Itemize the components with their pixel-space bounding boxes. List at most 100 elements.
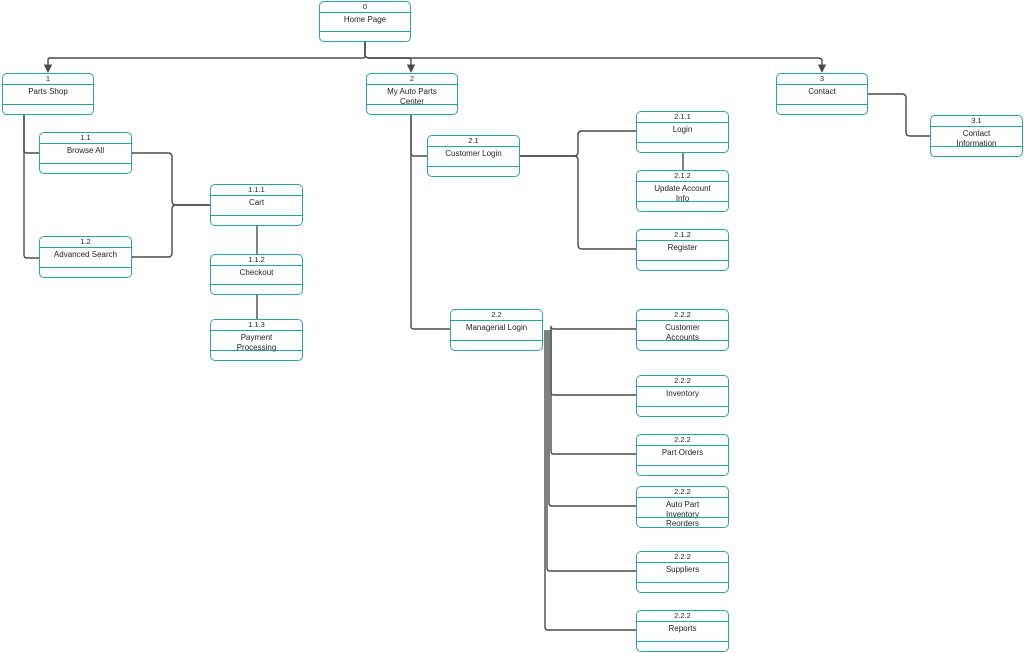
node-number: 1.1.1 xyxy=(211,185,302,196)
node-title: Home Page xyxy=(343,15,387,24)
node-login: 2.1.1 Login xyxy=(636,111,729,153)
node-number: 2.2.2 xyxy=(637,310,728,321)
connector-managerial-to-reports xyxy=(544,330,636,631)
node-inventory: 2.2.2 Inventory xyxy=(636,375,729,417)
connector-center-to-managerial-login xyxy=(410,115,450,330)
connector-advanced-search-to-cart xyxy=(132,204,210,258)
node-number: 2.1.2 xyxy=(637,230,728,241)
node-title: Payment Processing xyxy=(236,333,277,352)
connector-managerial-to-customer-accounts xyxy=(550,325,636,330)
node-my-auto-parts-center: 2 My Auto Parts Center xyxy=(366,73,458,115)
node-number: 2.2.2 xyxy=(637,611,728,622)
connector-managerial-to-suppliers xyxy=(546,330,636,572)
connector-managerial-to-auto-part-inventory-reorders xyxy=(548,330,636,507)
connector-customer-login-to-login xyxy=(520,130,636,157)
node-number: 2.1 xyxy=(428,136,519,147)
node-footer-divider xyxy=(211,350,302,351)
node-number: 2 xyxy=(367,74,457,85)
node-footer-divider xyxy=(637,465,728,466)
node-number: 2.2.2 xyxy=(637,435,728,446)
connector-customer-login-to-register xyxy=(520,155,636,250)
node-title: Inventory xyxy=(666,389,699,398)
node-title: Browse All xyxy=(66,146,105,155)
node-auto-part-inventory-reorders: 2.2.2 Auto Part Inventory Reorders xyxy=(636,486,729,528)
node-number: 3 xyxy=(777,74,867,85)
node-title: Checkout xyxy=(239,268,274,277)
node-footer-divider xyxy=(211,284,302,285)
node-contact: 3 Contact xyxy=(776,73,868,115)
connector-managerial-to-part-orders xyxy=(550,330,636,455)
node-title: Contact Information xyxy=(956,129,997,148)
node-footer-divider xyxy=(428,166,519,167)
node-title: Register xyxy=(667,243,698,252)
node-footer-divider xyxy=(637,142,728,143)
node-title: Reports xyxy=(668,624,697,633)
node-update-account-info: 2.1.2 Update Account Info xyxy=(636,170,729,212)
node-number: 2.2 xyxy=(451,310,542,321)
node-part-orders: 2.2.2 Part Orders xyxy=(636,434,729,476)
node-footer-divider xyxy=(931,146,1022,147)
node-footer-divider xyxy=(40,163,131,164)
node-advanced-search: 1.2 Advanced Search xyxy=(39,236,132,278)
node-checkout: 1.1.2 Checkout xyxy=(210,254,303,295)
node-footer-divider xyxy=(637,201,728,202)
node-title: Contact xyxy=(808,87,836,96)
node-footer-divider xyxy=(637,406,728,407)
node-number: 2.2.2 xyxy=(637,552,728,563)
node-footer-divider xyxy=(3,104,93,105)
node-number: 1 xyxy=(3,74,93,85)
connector-managerial-to-inventory xyxy=(550,330,636,396)
connector-home-to-parts-shop xyxy=(43,42,366,73)
node-title: Login xyxy=(672,125,693,134)
connector-center-to-customer-login xyxy=(410,115,427,157)
node-number: 2.1.2 xyxy=(637,171,728,182)
node-title: Advanced Search xyxy=(53,250,118,259)
node-customer-accounts: 2.2.2 Customer Accounts xyxy=(636,309,729,351)
node-title: Cart xyxy=(248,198,265,207)
node-footer-divider xyxy=(211,215,302,216)
node-parts-shop: 1 Parts Shop xyxy=(2,73,94,115)
node-reports: 2.2.2 Reports xyxy=(636,610,729,652)
node-footer-divider xyxy=(320,31,410,32)
connector-contact-to-contact-information xyxy=(868,93,930,137)
node-title: My Auto Parts Center xyxy=(387,87,437,106)
node-footer-divider xyxy=(40,267,131,268)
node-footer-divider xyxy=(777,104,867,105)
node-title: Update Account Info xyxy=(654,184,711,203)
node-register: 2.1.2 Register xyxy=(636,229,729,271)
node-number: 3.1 xyxy=(931,116,1022,127)
node-suppliers: 2.2.2 Suppliers xyxy=(636,551,729,593)
node-title: Part Orders xyxy=(661,448,704,457)
node-number: 2.2.2 xyxy=(637,376,728,387)
connector-parts-shop-to-browse-all xyxy=(23,115,39,154)
node-footer-divider xyxy=(637,582,728,583)
node-managerial-login: 2.2 Managerial Login xyxy=(450,309,543,351)
node-footer-divider xyxy=(637,260,728,261)
node-footer-divider xyxy=(367,104,457,105)
node-browse-all: 1.1 Browse All xyxy=(39,132,132,174)
node-title: Customer Accounts xyxy=(665,323,700,342)
node-payment-processing: 1.1.3 Payment Processing xyxy=(210,319,303,361)
connector-browse-all-to-cart xyxy=(132,152,210,206)
node-footer-divider xyxy=(637,517,728,518)
node-number: 2.1.1 xyxy=(637,112,728,123)
node-title: Auto Part Inventory Reorders xyxy=(665,500,700,528)
node-number: 1.1.3 xyxy=(211,320,302,331)
node-number: 1.2 xyxy=(40,237,131,248)
node-title: Parts Shop xyxy=(28,87,68,96)
node-number: 1.1.2 xyxy=(211,255,302,266)
node-home-page: 0 Home Page xyxy=(319,1,411,42)
node-number: 0 xyxy=(320,2,410,13)
node-title: Suppliers xyxy=(665,565,700,574)
node-footer-divider xyxy=(637,340,728,341)
node-footer-divider xyxy=(451,340,542,341)
node-footer-divider xyxy=(637,641,728,642)
node-number: 1.1 xyxy=(40,133,131,144)
node-customer-login: 2.1 Customer Login xyxy=(427,135,520,177)
connector-home-to-my-auto-parts-center xyxy=(364,42,416,73)
connector-home-to-contact xyxy=(364,42,827,73)
node-number: 2.2.2 xyxy=(637,487,728,498)
node-title: Managerial Login xyxy=(465,323,528,332)
